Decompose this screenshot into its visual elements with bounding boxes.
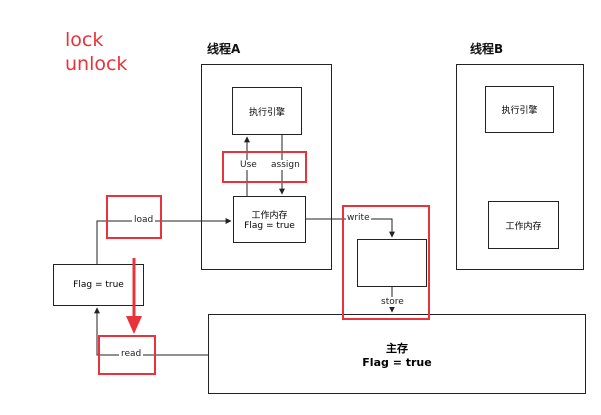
assign-label: assign <box>269 160 302 170</box>
write-arrow <box>306 218 395 238</box>
thread-a-working-memory-label: 工作内存 <box>251 211 288 221</box>
load-arrow <box>96 218 232 264</box>
lock-highlight-read <box>98 335 156 375</box>
thread-a-engine-label: 执行引擎 <box>248 107 285 118</box>
thread-b-working-memory: 工作内存 <box>488 201 559 249</box>
thread-b-engine: 执行引擎 <box>485 86 554 133</box>
use-label: Use <box>238 160 259 170</box>
read-arrow <box>94 307 208 356</box>
store-label: store <box>379 297 406 307</box>
load-label: load <box>132 215 156 225</box>
main-memory: 主存 Flag = true <box>208 314 586 394</box>
thread-a-engine: 执行引擎 <box>232 87 302 135</box>
main-memory-value: Flag = true <box>362 355 432 369</box>
legend-unlock: unlock <box>65 53 128 75</box>
temp-flag-box: Flag = true <box>53 264 144 306</box>
temp-flag-label: Flag = true <box>73 280 124 290</box>
legend-lock: lock <box>65 29 104 51</box>
write-target-box <box>357 239 427 287</box>
thread-b-working-memory-label: 工作内存 <box>505 221 542 232</box>
lock-highlight-write-store <box>342 205 430 320</box>
lock-highlight-use-assign <box>222 151 307 183</box>
thread-a-title: 线程A <box>207 42 241 56</box>
write-label: write <box>346 213 371 223</box>
lock-highlight-load <box>106 195 162 239</box>
thread-a-working-memory-value: Flag = true <box>244 221 295 231</box>
legend: lock unlock <box>65 28 127 76</box>
read-label: read <box>119 349 144 359</box>
main-memory-title: 主存 <box>386 341 408 355</box>
thread-b-engine-label: 执行引擎 <box>501 106 538 116</box>
thread-a-working-memory: 工作内存 Flag = true <box>233 196 306 243</box>
red-arrow-head <box>126 316 142 334</box>
thread-b-title: 线程B <box>470 42 504 56</box>
